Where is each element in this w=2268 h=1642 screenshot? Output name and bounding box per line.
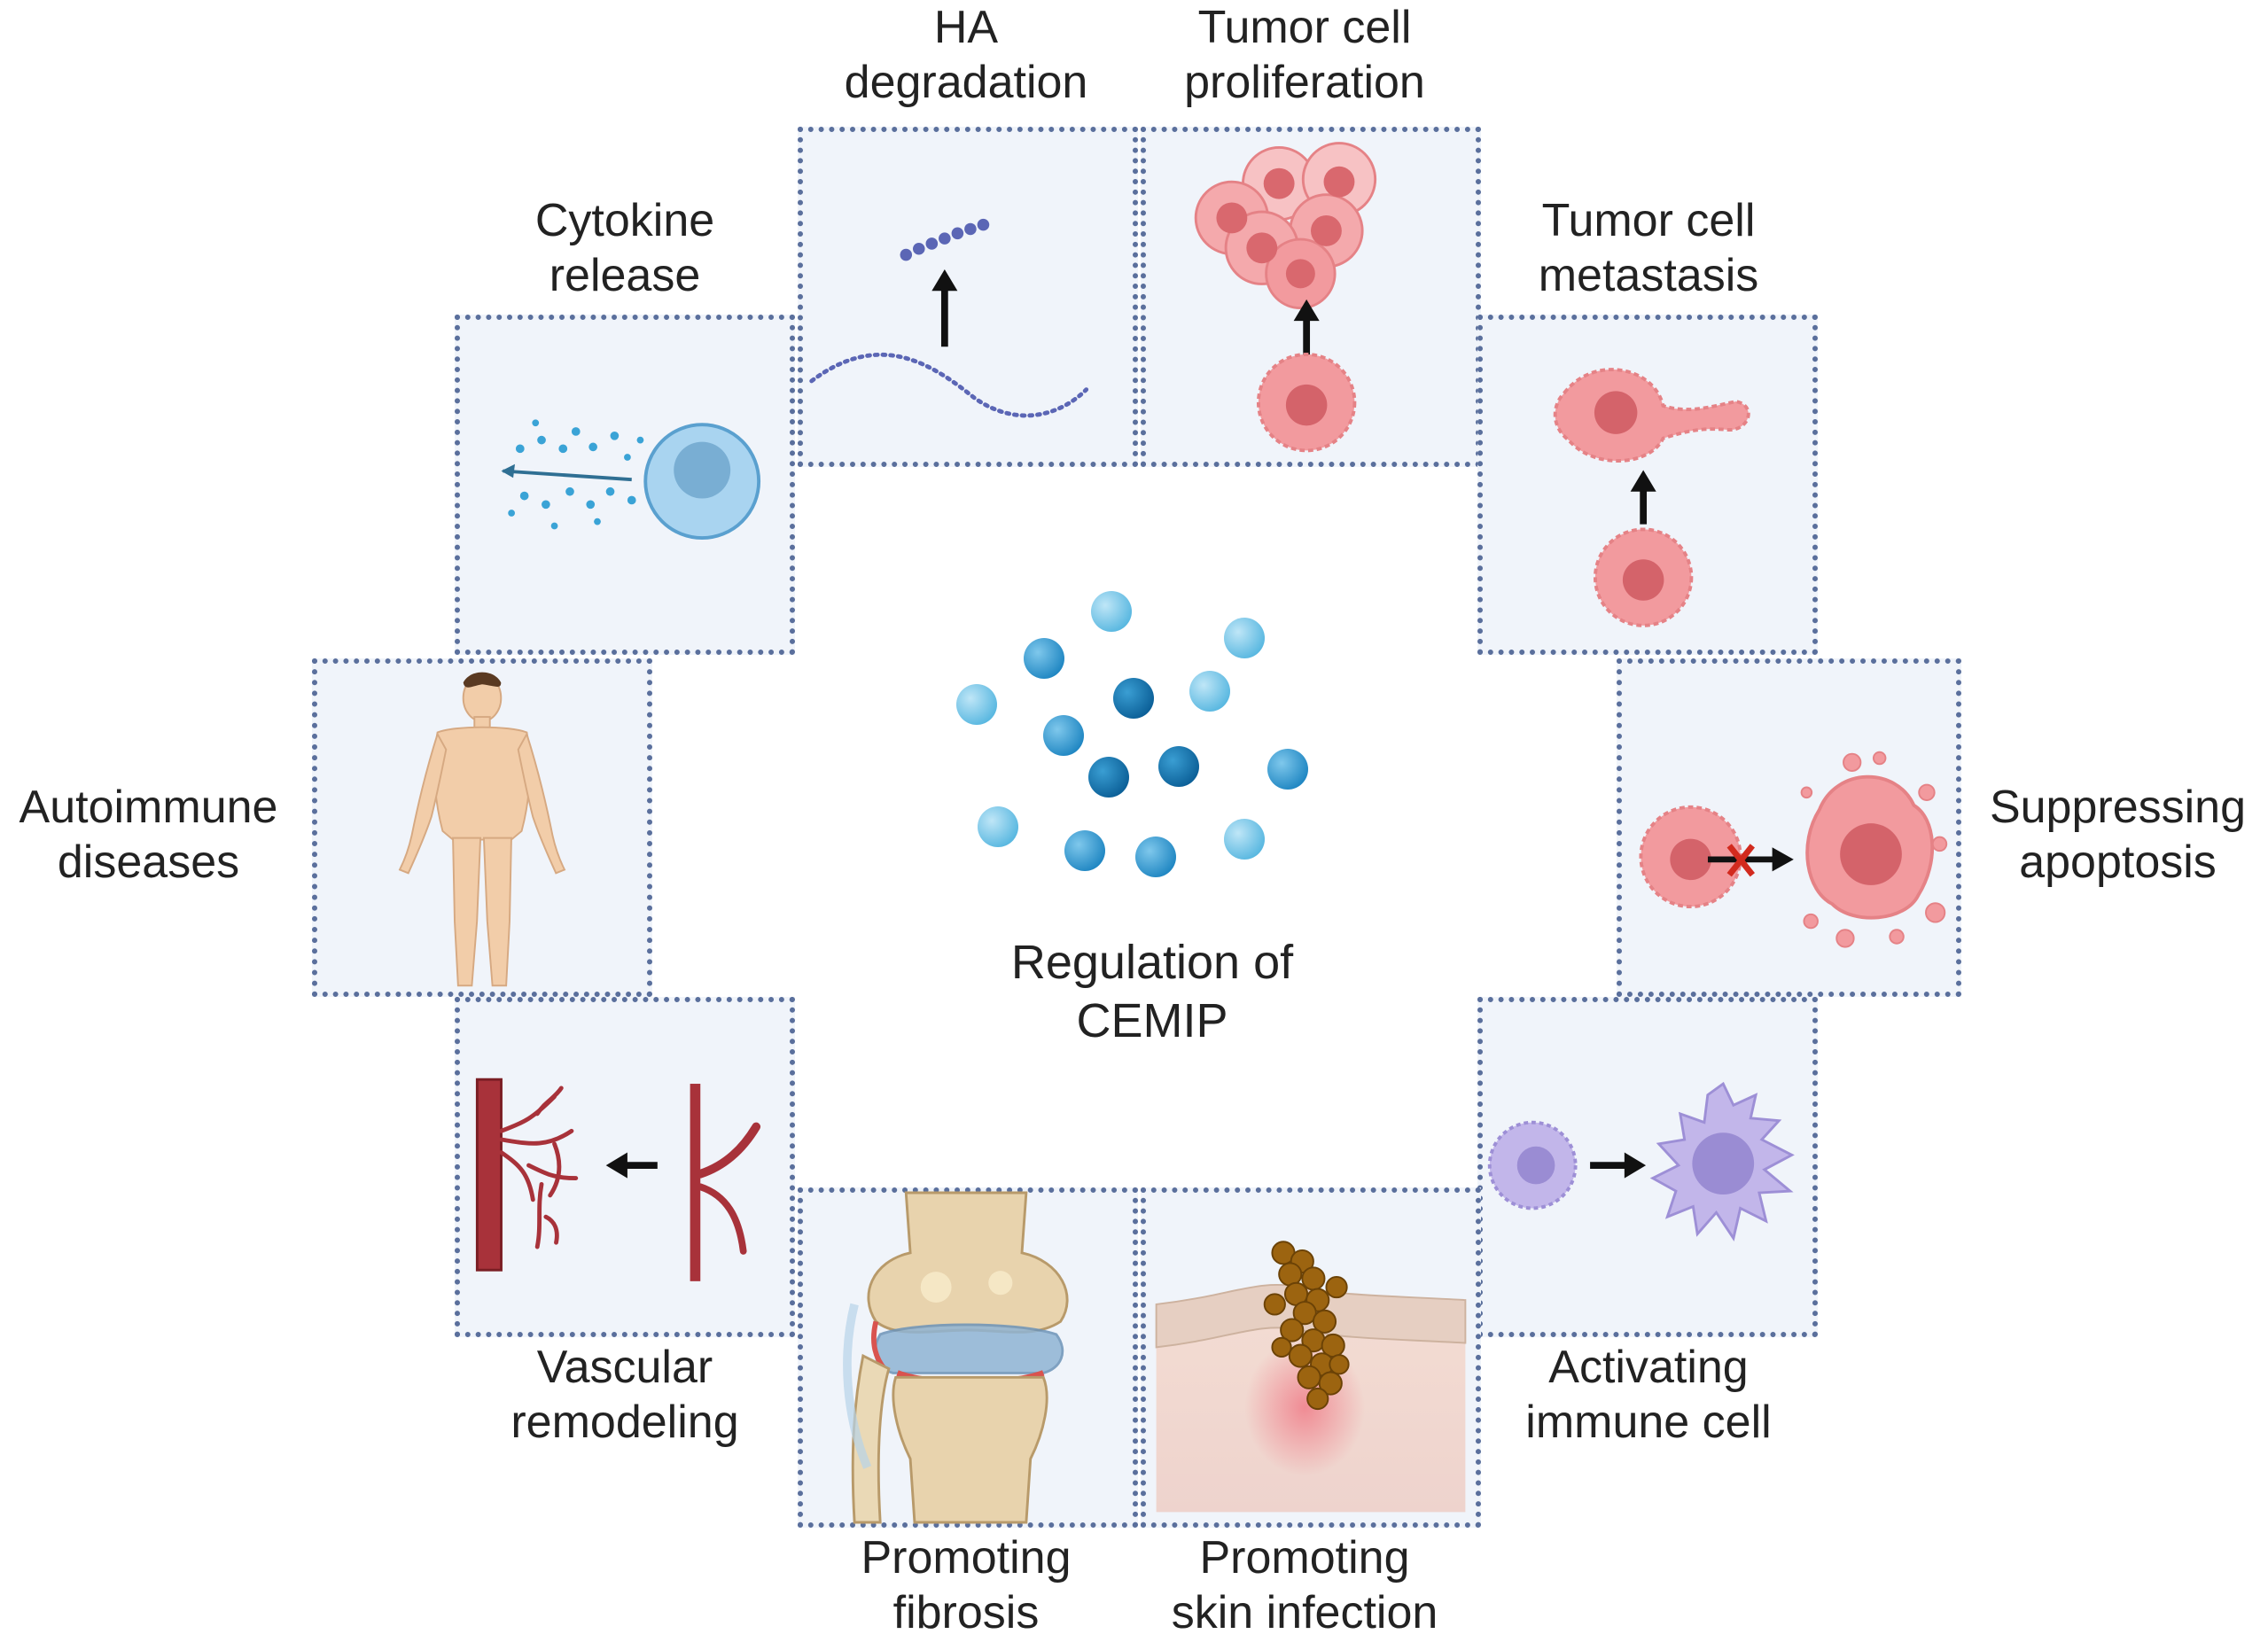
tumor-cell-cluster-icon <box>1194 142 1377 453</box>
ha-degradation-label: HA degradation <box>844 2 1088 108</box>
activating-immune-panel <box>1477 997 1818 1337</box>
knee-joint-icon <box>843 1191 1069 1524</box>
skin-infection-label: Promoting skin infection <box>1171 1532 1438 1638</box>
hyaluronan-chain-icon <box>809 218 1089 418</box>
skin-infection-panel <box>1141 1187 1481 1528</box>
tumor-proliferation-label: Tumor cell proliferation <box>1184 2 1425 108</box>
autoimmune-panel <box>312 658 652 997</box>
human-body-icon <box>398 672 566 987</box>
blood-vessel-branching-icon <box>475 1078 761 1281</box>
cytokine-release-panel <box>455 315 795 655</box>
cytokine-secreting-cell-icon <box>501 419 761 540</box>
tumor-metastasis-panel <box>1477 315 1818 655</box>
center-label: Regulation of CEMIP <box>1010 936 1294 1047</box>
promoting-fibrosis-label: Promoting fibrosis <box>861 1532 1072 1638</box>
cytokine-release-label: Cytokine release <box>534 195 715 301</box>
tumor-metastasis-label: Tumor cell metastasis <box>1538 195 1759 301</box>
suppressing-apoptosis-label: Suppressing apoptosis <box>1989 782 2247 888</box>
vascular-remodeling-panel <box>455 997 795 1337</box>
activating-immune-label: Activating immune cell <box>1525 1342 1772 1448</box>
skin-bacteria-icon <box>1155 1241 1467 1513</box>
immune-cell-activation-icon <box>1487 1081 1795 1242</box>
migrating-tumor-cell-icon <box>1553 368 1750 627</box>
ha-degradation-panel <box>798 127 1138 467</box>
autoimmune-label: Autoimmune diseases <box>19 782 278 888</box>
apoptosis-blocked-icon <box>1639 751 1948 948</box>
tumor-proliferation-panel <box>1141 127 1481 467</box>
promoting-fibrosis-panel <box>798 1187 1138 1528</box>
cemip-molecules-icon <box>956 591 1308 877</box>
vascular-remodeling-label: Vascular remodeling <box>510 1342 739 1448</box>
suppressing-apoptosis-panel <box>1617 658 1961 997</box>
